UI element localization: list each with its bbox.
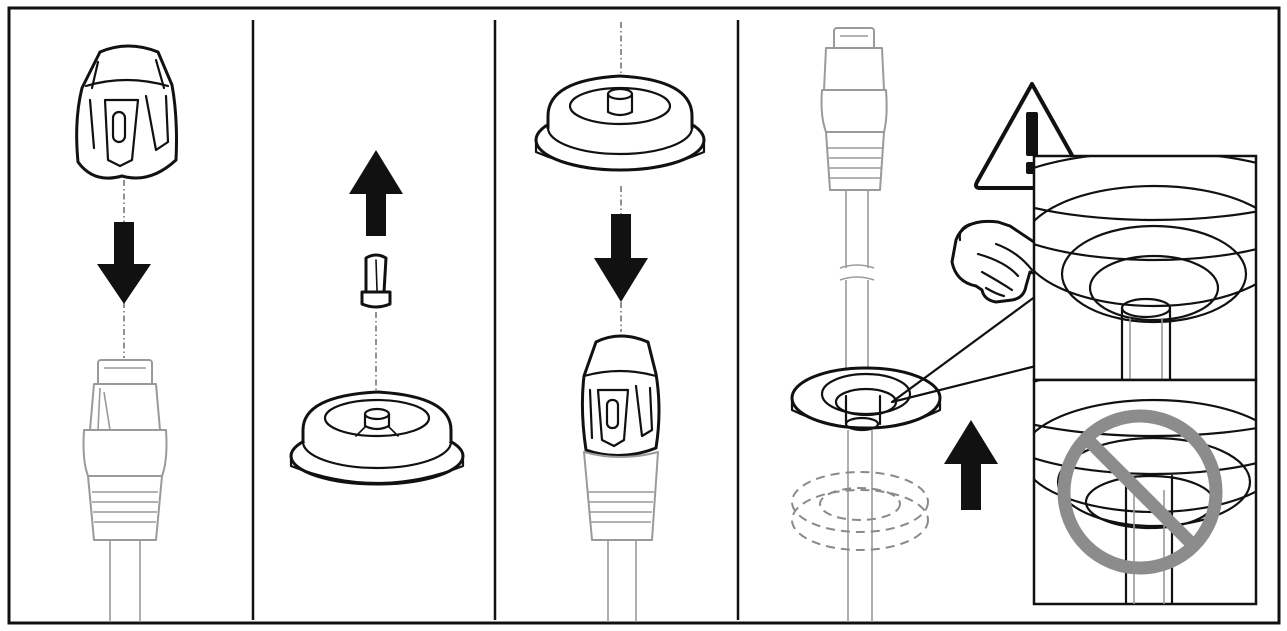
up-arrow-icon — [349, 150, 403, 236]
plug-icon — [360, 253, 392, 309]
grommet-icon — [790, 366, 942, 432]
grommet-icon — [534, 74, 706, 172]
panel-1-attach-cap — [75, 44, 178, 622]
panel-2-remove-plug — [289, 150, 465, 486]
cable-connector-icon — [82, 359, 168, 622]
down-arrow-icon — [594, 214, 648, 302]
panel-3-fit-grommet — [534, 22, 706, 622]
panel-4-check-fit — [790, 27, 1258, 622]
grommet-icon — [289, 390, 465, 486]
up-arrow-icon — [944, 420, 998, 510]
down-arrow-icon — [97, 222, 151, 304]
prohibited-icon — [1057, 409, 1223, 575]
cable — [839, 190, 875, 622]
cap-icon — [75, 44, 178, 180]
correct-fit-detail — [1032, 154, 1258, 382]
incorrect-fit-detail — [1032, 378, 1258, 606]
cable-connector-icon — [580, 334, 661, 622]
figure-frame — [7, 6, 1281, 625]
grommet-icon — [791, 471, 929, 551]
cable-connector-icon — [820, 27, 888, 191]
callout-pointer — [890, 294, 1038, 404]
